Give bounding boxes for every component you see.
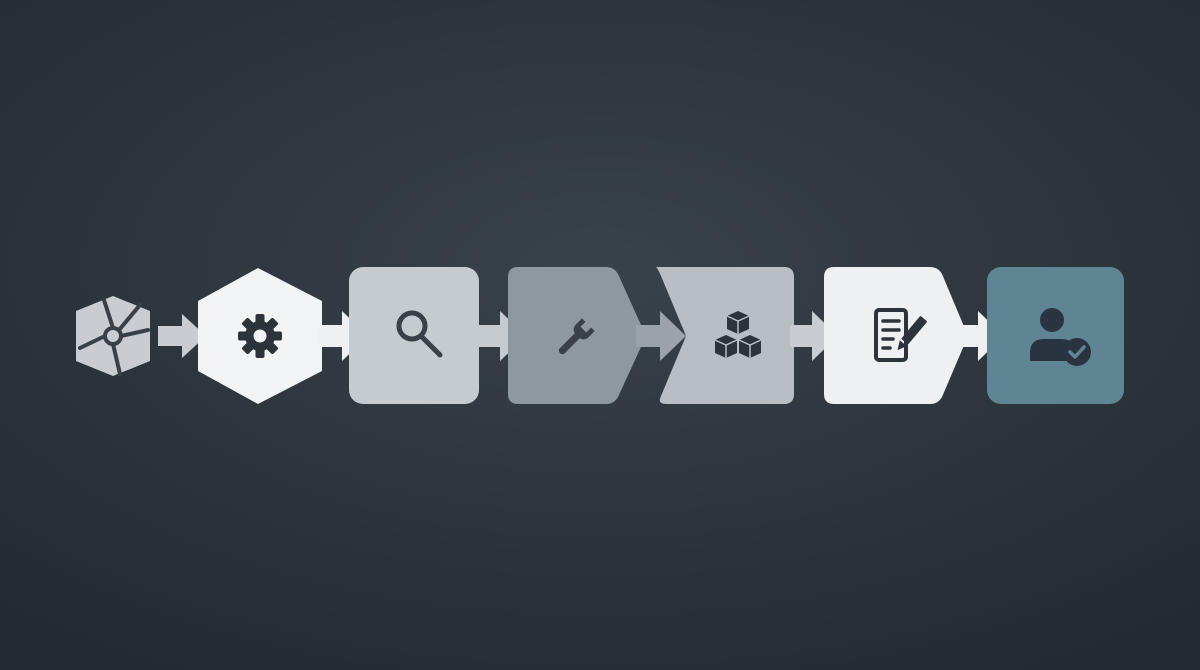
connector-arrow-2: [318, 311, 368, 361]
wrench-icon: [558, 318, 595, 355]
step-configure: [198, 268, 322, 404]
gear-icon: [238, 314, 282, 358]
connector-arrow-5: [790, 311, 838, 361]
aperture-icon: [78, 298, 150, 376]
step-search: [349, 267, 479, 404]
step-approve-shape: [987, 267, 1124, 404]
magnifier-icon: [396, 310, 443, 358]
step-approve: [987, 267, 1124, 404]
user-check-icon: [1030, 308, 1091, 366]
step-source: [76, 296, 150, 376]
step-document-shape: [824, 267, 968, 404]
step-repair: [508, 267, 646, 404]
document-edit-icon: [874, 308, 927, 362]
connector-arrow-4: [636, 311, 686, 361]
step-search-shape: [349, 267, 479, 404]
connector-arrow-1: [158, 314, 206, 358]
step-document: [824, 267, 968, 404]
connector-arrow-3: [478, 311, 526, 361]
step-assemble: [656, 267, 794, 404]
connector-arrow-6: [958, 311, 1004, 361]
cubes-icon: [714, 311, 762, 358]
